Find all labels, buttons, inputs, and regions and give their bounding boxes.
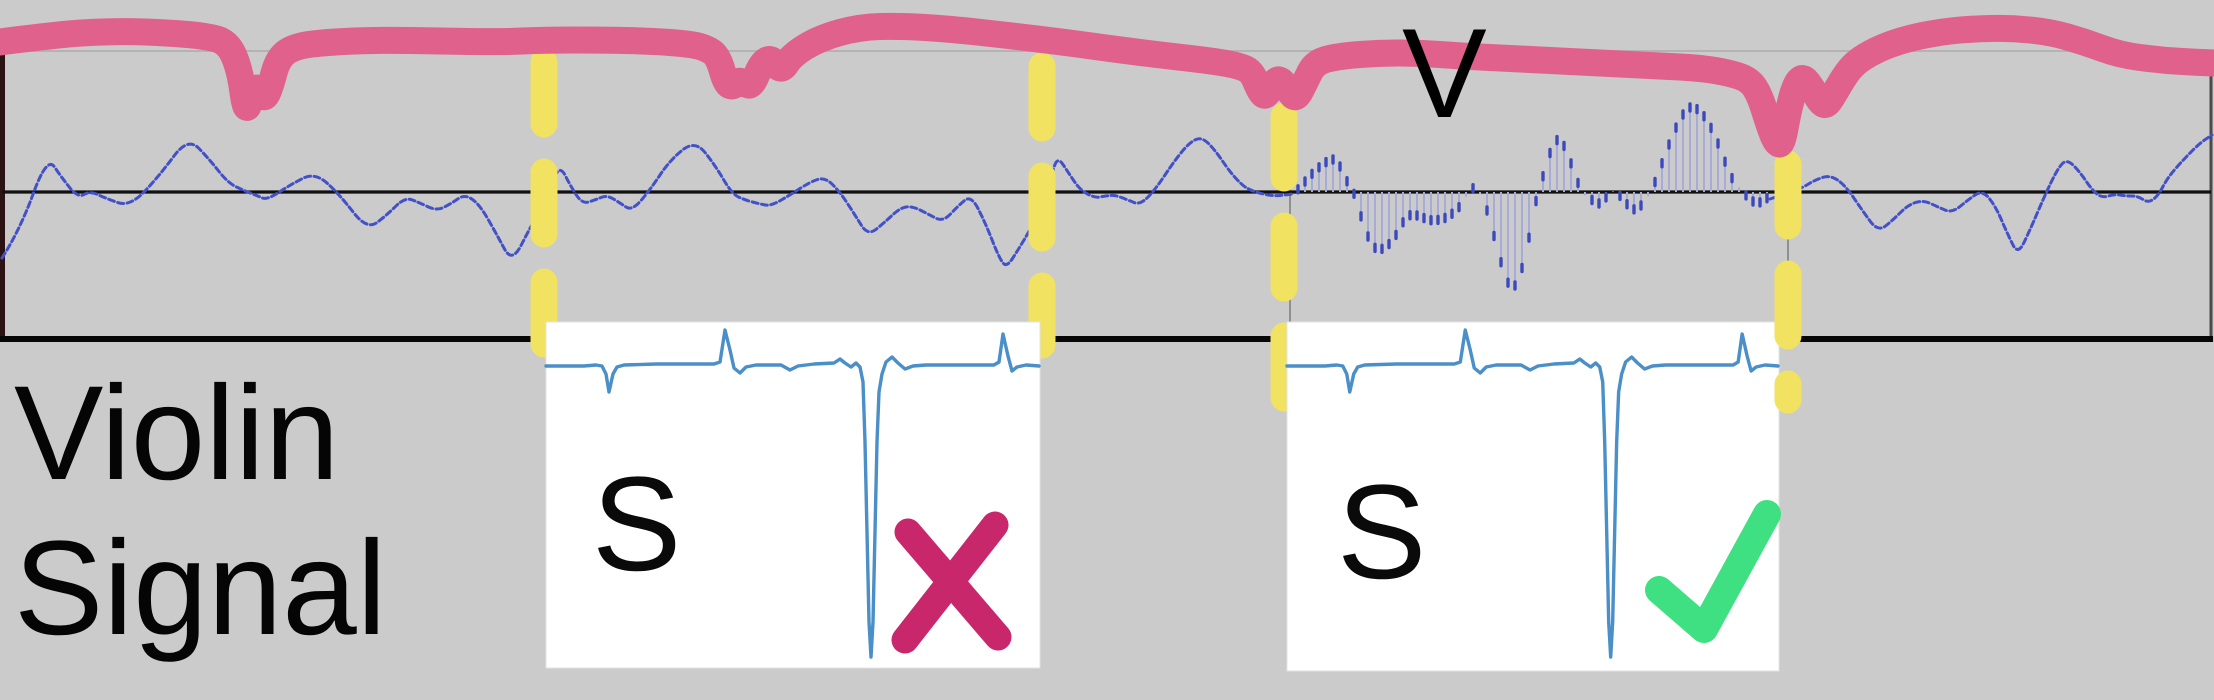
v-beat-label: V (1402, 2, 1487, 144)
hatched-ventricular-segment (1296, 102, 1769, 291)
violin-waveform (0, 133, 2214, 266)
ecg-inset-boxes (544, 321, 1781, 672)
plot-border-left (0, 51, 5, 341)
yellow-dashed-markers (530, 48, 1298, 430)
check-icon (1645, 500, 1781, 643)
ecg-trace (1285, 328, 1780, 659)
signal-title-line1: Violin (14, 359, 340, 508)
ecg-trace (544, 328, 1041, 659)
pink-trace-path (0, 12, 2214, 158)
cross-icon (891, 511, 1009, 654)
inset-s-label-right: S (1337, 458, 1426, 607)
signal-title-line2: Signal (14, 514, 387, 663)
plot-border-bottom (0, 336, 2213, 342)
signal-title: Violin Signal (14, 356, 387, 666)
segment-boundary-lines (1289, 120, 1789, 344)
waveform-smooth-right (1768, 133, 2214, 251)
waveform-smooth-left (0, 137, 1294, 266)
pink-annotation-trace (0, 12, 2214, 158)
inset-s-label-left: S (592, 450, 681, 599)
